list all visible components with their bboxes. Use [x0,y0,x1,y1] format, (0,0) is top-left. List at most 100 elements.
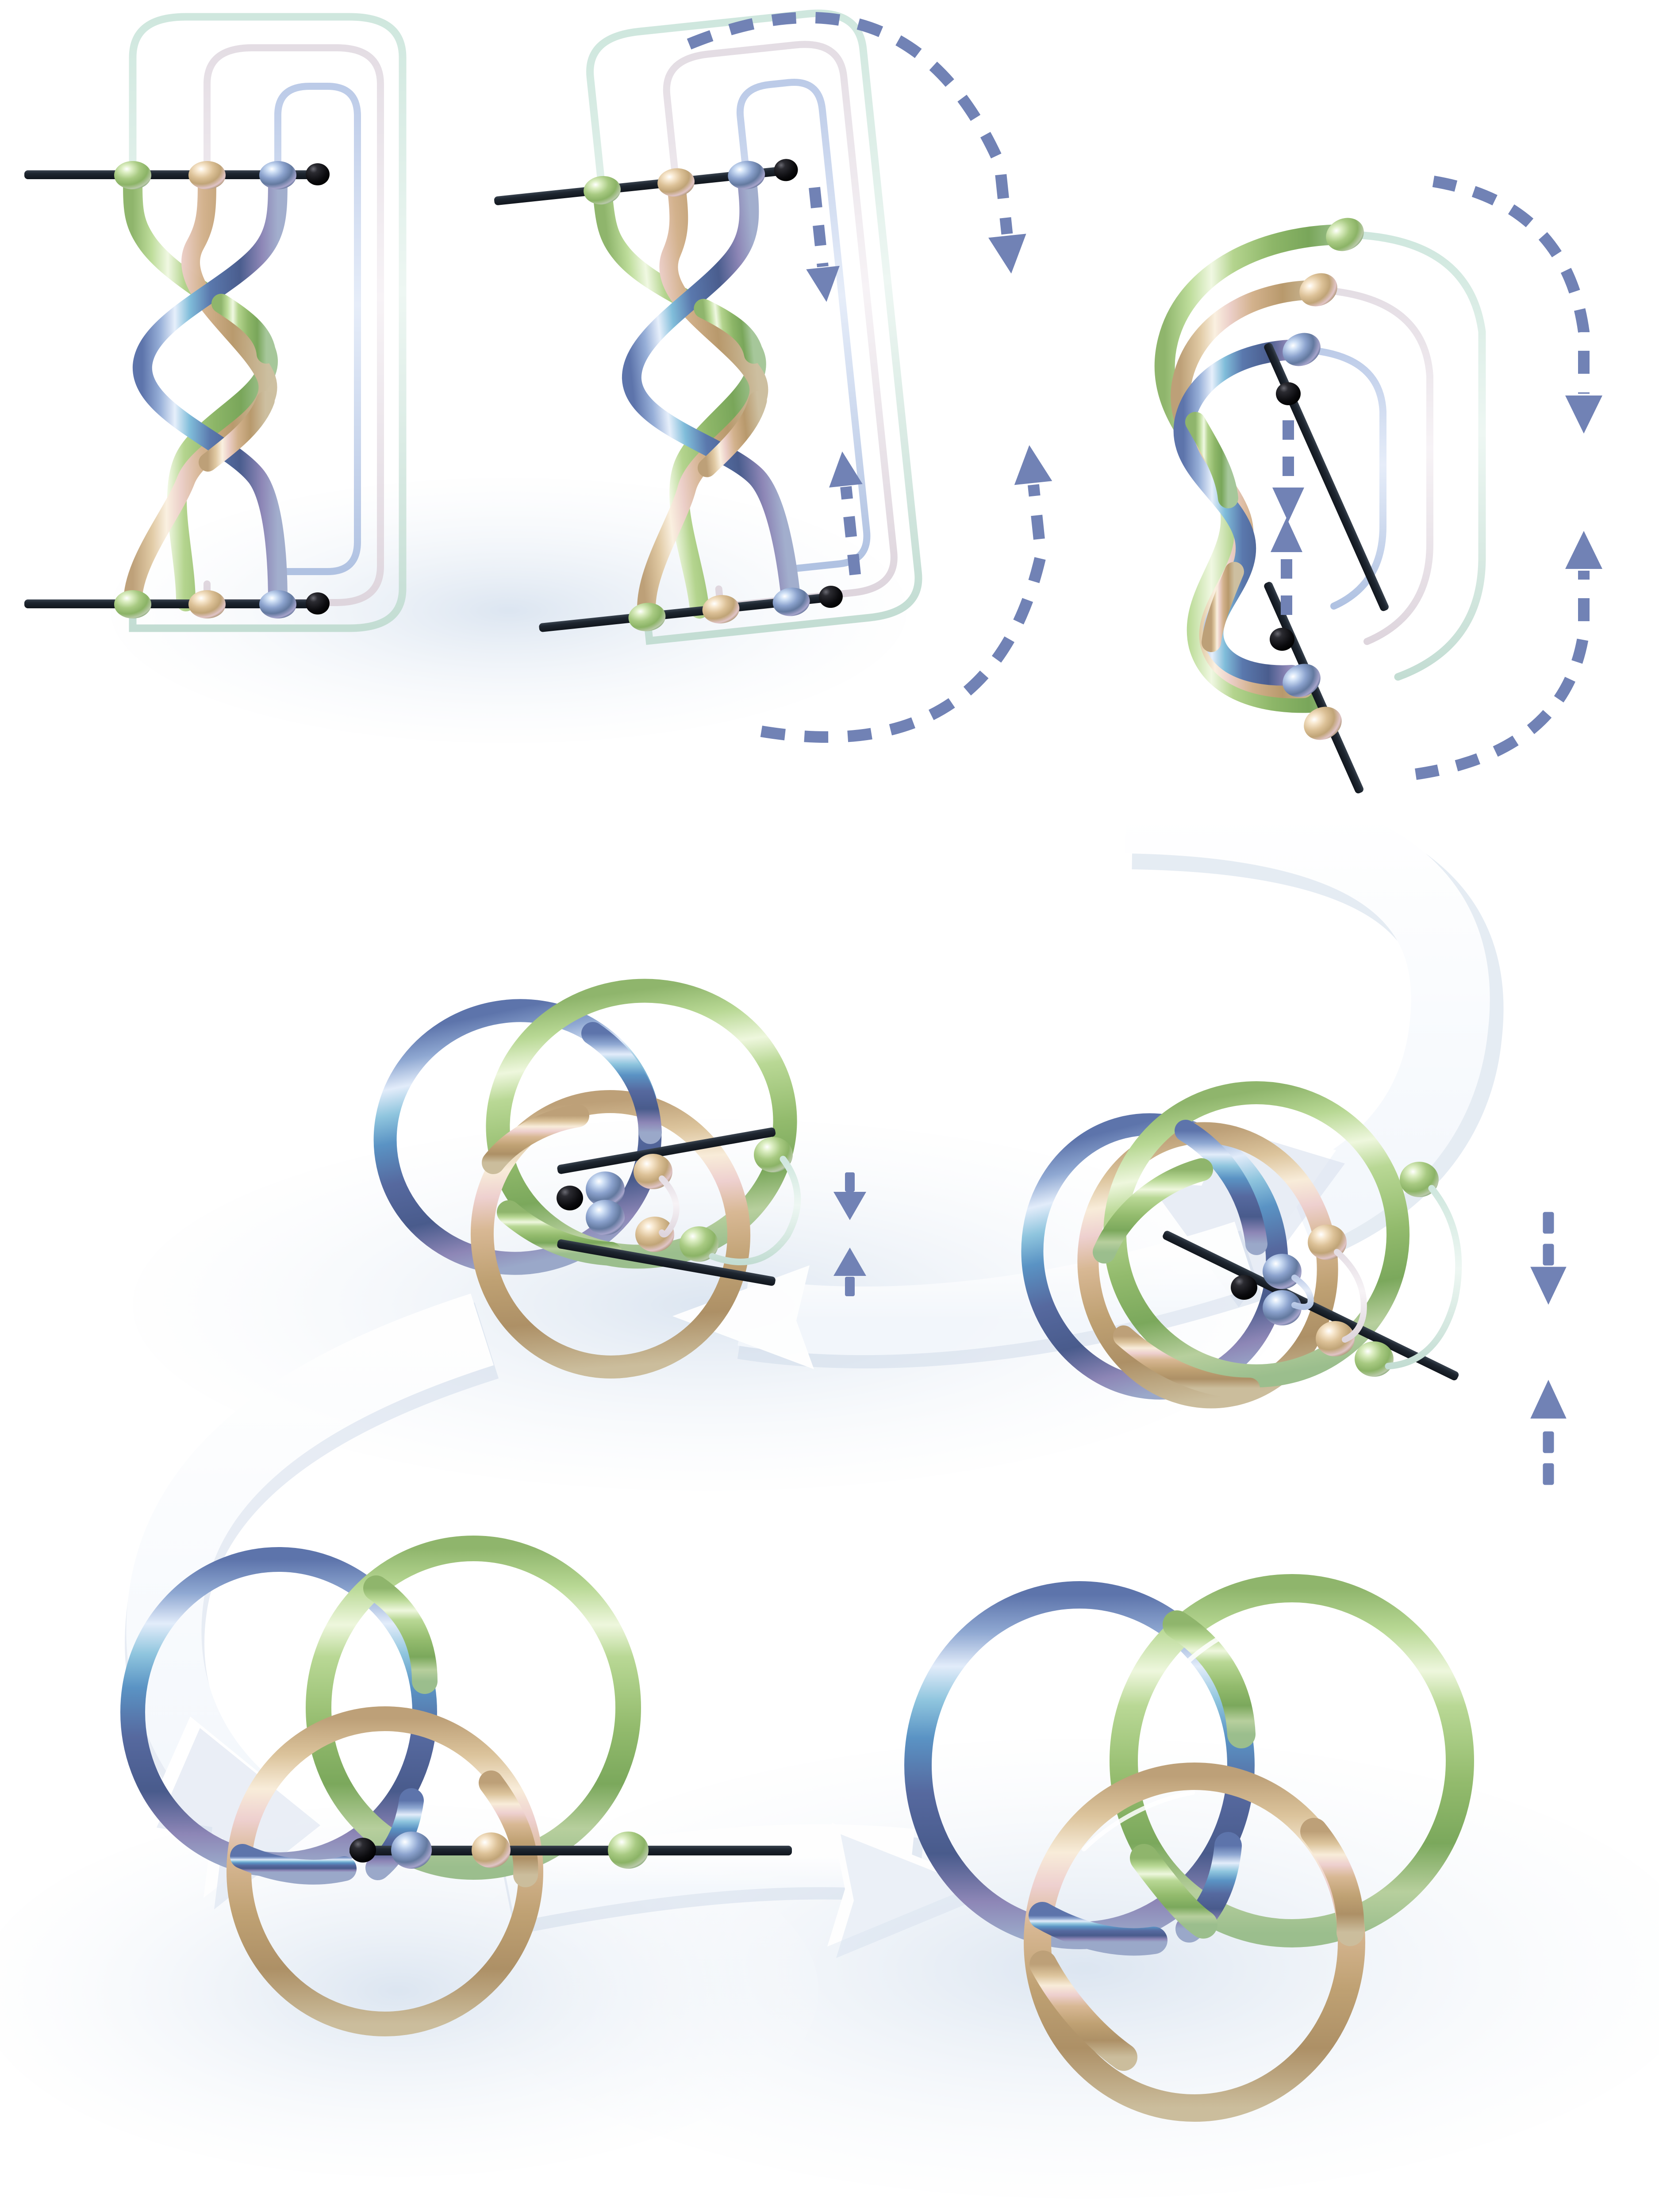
ring-blue-over-p5 [1175,1120,1267,1255]
braid-strands-p1 [123,167,288,611]
dashed-seg-up-b-p5 [1543,1463,1554,1485]
strand-tan-p1 [123,168,277,611]
flow-arrow-row3-left-to-right [502,1823,991,1958]
bead-blue-bottom-p2 [772,588,810,616]
bead-group-p5 [1231,1162,1439,1377]
bead-black-p5 [1231,1275,1257,1300]
bead-group-p4 [557,1137,793,1262]
dashed-arrow-inner-up-p2 [840,486,861,576]
bead-blue-bottom-p1 [259,590,296,618]
strand-blue-p3 [1173,339,1312,686]
bead-blue-top-p3 [1283,333,1321,366]
bead-tan-bottom-p2 [702,595,740,624]
bead-green-lower-p5 [1355,1341,1394,1377]
panel-final-borromean-rings [904,1574,1474,2122]
bead-group-top-p1 [114,161,330,189]
arrowhead-outer-up-p2 [1014,445,1052,485]
rod-main-p6 [349,1846,792,1855]
panel-open-braid-with-closure-arcs [24,13,407,632]
dashed-seg-down-a-p5 [1543,1212,1554,1234]
closure-arc-tan-p3 [1315,286,1433,645]
strand-blue-p1 [132,167,288,611]
ghost-green-p4 [709,1156,801,1265]
strand-blue-p2 [622,167,801,609]
dashed-arrow-outer-up-p2 [760,484,1047,743]
bead-tan-top-p3 [1299,273,1337,307]
bead-blue-top-p2 [728,161,765,189]
ring-tan-over-green-p6 [479,1770,538,1887]
rod-main-p3 [1264,343,1389,611]
bead-black-top-p1 [306,163,330,185]
bead-blue-bottom-p3 [1283,664,1321,697]
closure-arc-green-p2 [586,9,922,645]
dashed-arrow-outer-up-p3 [1415,571,1590,780]
ring-green-p7 [1110,1574,1474,1947]
dashed-arrow-outer-down-p3 [1432,176,1590,394]
rod-lower-p4 [557,1239,776,1286]
highlight-tan-p7 [1082,1790,1195,1851]
rod-bottom-p2 [539,593,830,632]
panel-borromean-rings-with-rod [120,1536,792,2036]
dashed-seg-down-b-p5 [1543,1244,1554,1266]
ring-green-p6 [306,1536,641,1880]
highlight-blue-p7 [958,1613,1059,1683]
ghost-connectors-p4 [659,1156,801,1265]
strand-tan-over-p3 [1202,562,1244,652]
ring-tan-over-p4 [482,1104,589,1174]
closure-arc-green-p3 [1341,230,1486,681]
bead-tan-p6 [472,1832,511,1868]
ring-green-p5 [1103,1081,1409,1387]
rod-group-p4 [557,1127,776,1286]
panel-three-loops-nearly-round [373,979,866,1379]
strand-green-over-p1 [211,294,276,364]
ground-shadow-row1 [111,478,907,743]
closure-arc-blue-p3 [1298,346,1386,610]
ring-green-over-blue-p7 [1163,1610,1256,1748]
bead-group-p3 [1270,218,1364,740]
ring-blue-over-tan-p6 [230,1844,357,1885]
rings-p5 [1021,1081,1409,1409]
ring-blue-over-p4 [581,1022,662,1144]
dashed-seg-down-p4 [845,1172,855,1192]
bead-green-bottom-p1 [114,590,151,618]
bead-green-top-p3 [1326,218,1364,251]
dashed-seg-up-p4 [845,1277,855,1296]
dashed-seg-up-a-p5 [1543,1431,1554,1453]
arrowhead-inner-up-p2 [829,451,863,488]
bead-green-top-p1 [114,161,151,189]
ring-green-over-tan-p7 [1130,1844,1217,1939]
arrowhead-up-p4 [833,1248,866,1276]
arrowhead-outer-down-p3 [1565,396,1602,434]
bead-black-p4 [557,1186,583,1210]
rod-top-p2 [494,166,785,205]
bead-tan-top-p2 [657,168,695,197]
flow-arrow-row2-right-to-left [672,1221,1263,1369]
bead-group-bottom-p1 [114,590,330,618]
bead-black-top-p3 [1276,382,1301,405]
bead-tan-lower-p5 [1316,1321,1355,1356]
rod-upper-p4 [557,1127,776,1174]
rod-bottom-p1 [24,599,316,608]
bead-black-bottom-p2 [818,585,843,608]
bead-group-p6 [349,1832,649,1869]
arrowhead-outer-up-p3 [1565,531,1602,569]
panel-rings-tightening [1021,1081,1567,1485]
bead-black-top-p2 [774,159,798,181]
specular-highlights-p7 [958,1609,1294,1851]
bead-tan-top-p1 [188,161,226,189]
ring-tan-over-blue-p7 [1029,1951,1137,2071]
bead-blue-upper-p5 [1263,1254,1302,1289]
bead-blue-lower-p4 [586,1200,625,1235]
dashed-arrowhead-group-p3 [1271,396,1602,569]
arrowhead-down-p4 [833,1192,866,1220]
rod-top-p1 [24,170,316,179]
rod-group-p1 [24,170,316,608]
bead-tan-bottom-p1 [188,590,226,618]
dashed-arrow-group-p5 [1530,1212,1567,1485]
strand-green-over-p3 [1185,412,1238,508]
arrowhead-inner-up-p3 [1271,518,1302,552]
arrowhead-outer-down-p2 [988,234,1026,274]
bead-black-bottom-p3 [1270,628,1294,651]
bead-green-lower-p4 [680,1226,718,1262]
